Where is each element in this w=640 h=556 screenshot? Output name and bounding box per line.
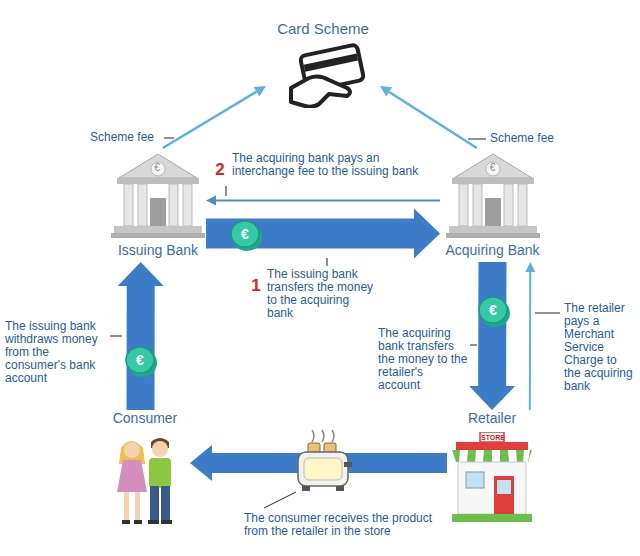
arrow-line (529, 272, 531, 410)
arrow-head (118, 262, 164, 286)
euro-coin (479, 297, 510, 327)
arrow-head (414, 209, 440, 259)
arrow-head (254, 86, 266, 96)
node-title: Issuing Bank (110, 242, 206, 258)
euro-sign: € (490, 162, 496, 173)
arrow-head (206, 195, 216, 205)
money-flow-arrow (469, 262, 515, 410)
node-title: Retailer (447, 410, 537, 426)
arrow-head (469, 386, 515, 410)
arrow-line (163, 92, 257, 148)
node-title: Card Scheme (266, 20, 380, 37)
fee-arrow (163, 86, 266, 148)
toaster-illustration (298, 430, 352, 491)
euro-coin (126, 347, 157, 377)
euro-sign: € (136, 352, 144, 368)
node-title: Consumer (100, 410, 190, 426)
fee-arrow (525, 262, 535, 410)
node-box: Card Scheme (266, 20, 380, 108)
edge-label: The issuing bank transfers the money to … (267, 268, 375, 320)
euro-coin (231, 221, 262, 251)
node-icon (273, 42, 373, 108)
node-icon (446, 432, 538, 524)
fee-arrow (206, 195, 440, 205)
arrow-line (389, 92, 476, 148)
money-flow-arrow (206, 209, 440, 259)
callout-number: 2 (215, 160, 224, 180)
euro-sign: € (154, 162, 160, 173)
euro-sign: € (241, 226, 249, 242)
node-box: Retailer (447, 410, 537, 528)
edge-label: The retailer pays a Merchant Service Cha… (564, 302, 636, 393)
edge-label: The issuing bank withdraws money from th… (5, 320, 108, 385)
arrow-shaft (127, 286, 155, 410)
edge-label: Scheme fee (90, 131, 154, 144)
edge-label: The acquiring bank transfers the money t… (378, 327, 468, 392)
node-icon (105, 434, 185, 526)
store-sign: STORE (481, 434, 505, 441)
callout-number: 1 (251, 276, 260, 296)
leader-lines (110, 138, 560, 508)
arrow-line (216, 199, 440, 201)
edge-label: The consumer receives the product from t… (244, 512, 449, 538)
money-flow-arrow (118, 262, 164, 410)
edge-label: Scheme fee (490, 132, 554, 145)
edge-label: The acquiring bank pays an interchange f… (232, 152, 437, 178)
arrow-head (525, 262, 535, 272)
arrow-shaft (206, 219, 414, 249)
node-title: Acquiring Bank (440, 242, 545, 258)
node-box: Consumer (100, 410, 190, 528)
arrow-head (190, 445, 212, 481)
euro-sign: € (489, 302, 497, 318)
fee-arrow (380, 86, 477, 148)
arrow-head (380, 86, 392, 97)
